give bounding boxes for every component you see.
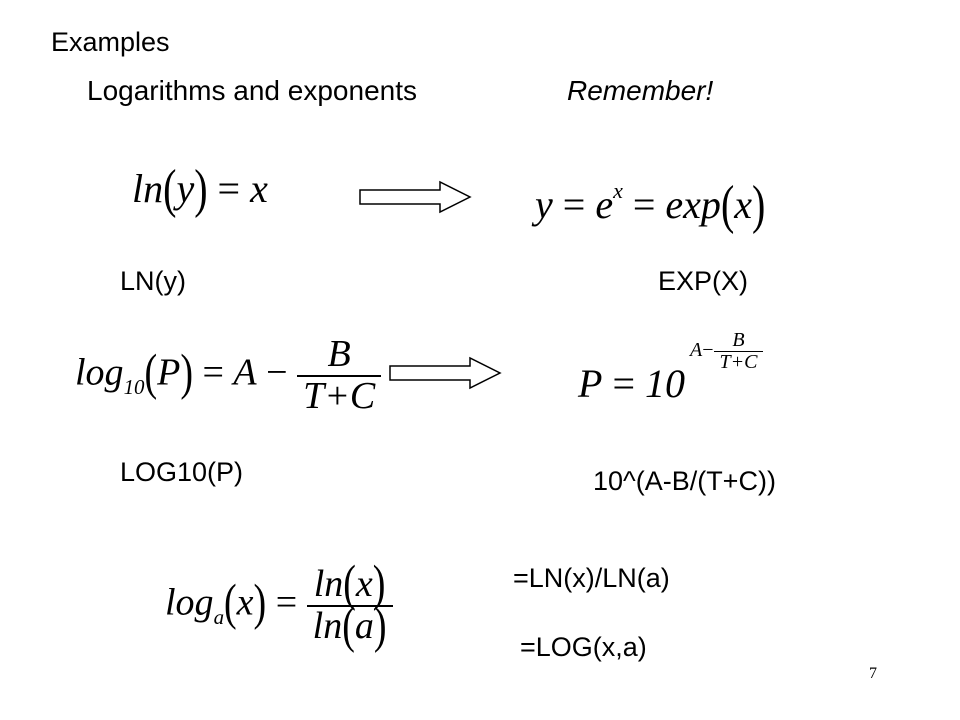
section-title: Logarithms and exponents (87, 75, 417, 106)
equation-p-power: P = 10 (578, 361, 685, 406)
exp-formula-label: EXP(X) (658, 266, 749, 296)
log-base-formula: =LOG(x,a) (520, 632, 647, 662)
equation-log-base-a: loga(x) = ln(x)ln(a) (165, 557, 393, 652)
equation-exp-x: y = ex = exp(x) (535, 173, 766, 235)
page-number: 7 (869, 665, 877, 682)
arrow-right-icon (389, 356, 502, 390)
equation-ln-y: ln(y) = x (132, 158, 268, 219)
power-formula-label: 10^(A-B/(T+C)) (593, 466, 776, 496)
log10-formula-label: LOG10(P) (120, 457, 244, 487)
ln-ratio-formula: =LN(x)/LN(a) (513, 563, 670, 593)
arrow-right-icon (359, 180, 472, 214)
examples-heading: Examples (51, 27, 170, 57)
remember-note: Remember! (567, 75, 714, 106)
ln-formula-label: LN(y) (120, 266, 186, 296)
